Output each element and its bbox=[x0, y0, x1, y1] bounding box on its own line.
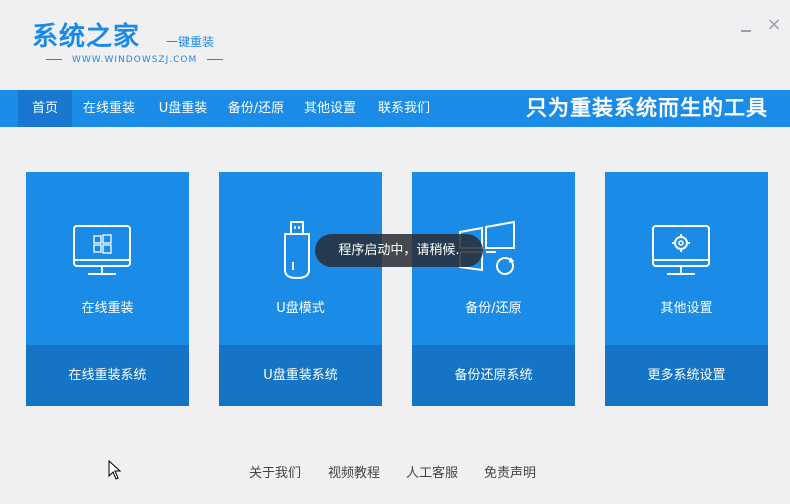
logo-url: WWW.WINDOWSZJ.COM bbox=[36, 55, 233, 65]
card-title: U盘模式 bbox=[276, 301, 325, 316]
card-title: 备份/还原 bbox=[465, 301, 522, 316]
close-icon: × bbox=[766, 14, 782, 35]
online-reinstall-system-button[interactable]: 在线重装系统 bbox=[26, 345, 189, 406]
title-bar: 系统之家 一键重装 WWW.WINDOWSZJ.COM × bbox=[0, 0, 790, 90]
more-system-settings-button[interactable]: 更多系统设置 bbox=[605, 345, 768, 406]
card-usb-mode[interactable]: U盘模式 U盘重装系统 bbox=[219, 172, 382, 406]
nav-item-backup-restore[interactable]: 备份/还原 bbox=[227, 101, 285, 116]
logo-tagline: 一键重装 bbox=[166, 35, 215, 49]
card-title: 在线重装 bbox=[81, 301, 134, 316]
monitor-gear-icon bbox=[605, 220, 768, 280]
card-other-settings[interactable]: 其他设置 更多系统设置 bbox=[605, 172, 768, 406]
usb-drive-icon bbox=[219, 220, 382, 280]
card-online-reinstall[interactable]: 在线重装 在线重装系统 bbox=[26, 172, 189, 406]
nav-item-contact-us[interactable]: 联系我们 bbox=[377, 101, 430, 116]
card-backup-restore[interactable]: 备份/还原 备份还原系统 bbox=[412, 172, 575, 406]
footer-link-disclaimer[interactable]: 免责声明 bbox=[484, 466, 537, 481]
logo-url-right-dash bbox=[207, 59, 224, 60]
nav-item-online-reinstall[interactable]: 在线重装 bbox=[82, 101, 135, 116]
usb-reinstall-system-button[interactable]: U盘重装系统 bbox=[219, 345, 382, 406]
footer-link-video-tutorials[interactable]: 视频教程 bbox=[328, 466, 381, 481]
logo-url-left-dash bbox=[46, 59, 62, 60]
nav-item-usb-reinstall[interactable]: U盘重装 bbox=[158, 101, 208, 116]
close-button[interactable]: × bbox=[763, 14, 785, 36]
card-title: 其他设置 bbox=[660, 301, 713, 316]
monitor-windows-icon bbox=[26, 220, 189, 280]
logo-title: 系统之家 bbox=[32, 22, 141, 52]
footer-link-about-us[interactable]: 关于我们 bbox=[249, 466, 302, 481]
nav-bar: 首页 在线重装 U盘重装 备份/还原 其他设置 联系我们 只为重装系统而生的工具 bbox=[0, 90, 790, 127]
mouse-cursor-icon bbox=[108, 459, 122, 480]
backup-restore-system-button[interactable]: 备份还原系统 bbox=[412, 345, 575, 406]
minimize-button[interactable] bbox=[735, 14, 757, 36]
loading-toast: 程序启动中，请稍候. bbox=[315, 234, 483, 267]
minimize-icon bbox=[741, 30, 751, 32]
logo-url-text: WWW.WINDOWSZJ.COM bbox=[72, 55, 198, 65]
slogan: 只为重装系统而生的工具 bbox=[526, 96, 768, 120]
nav-item-home[interactable]: 首页 bbox=[18, 90, 72, 127]
footer-link-customer-service[interactable]: 人工客服 bbox=[406, 466, 459, 481]
nav-item-other-settings[interactable]: 其他设置 bbox=[303, 101, 356, 116]
